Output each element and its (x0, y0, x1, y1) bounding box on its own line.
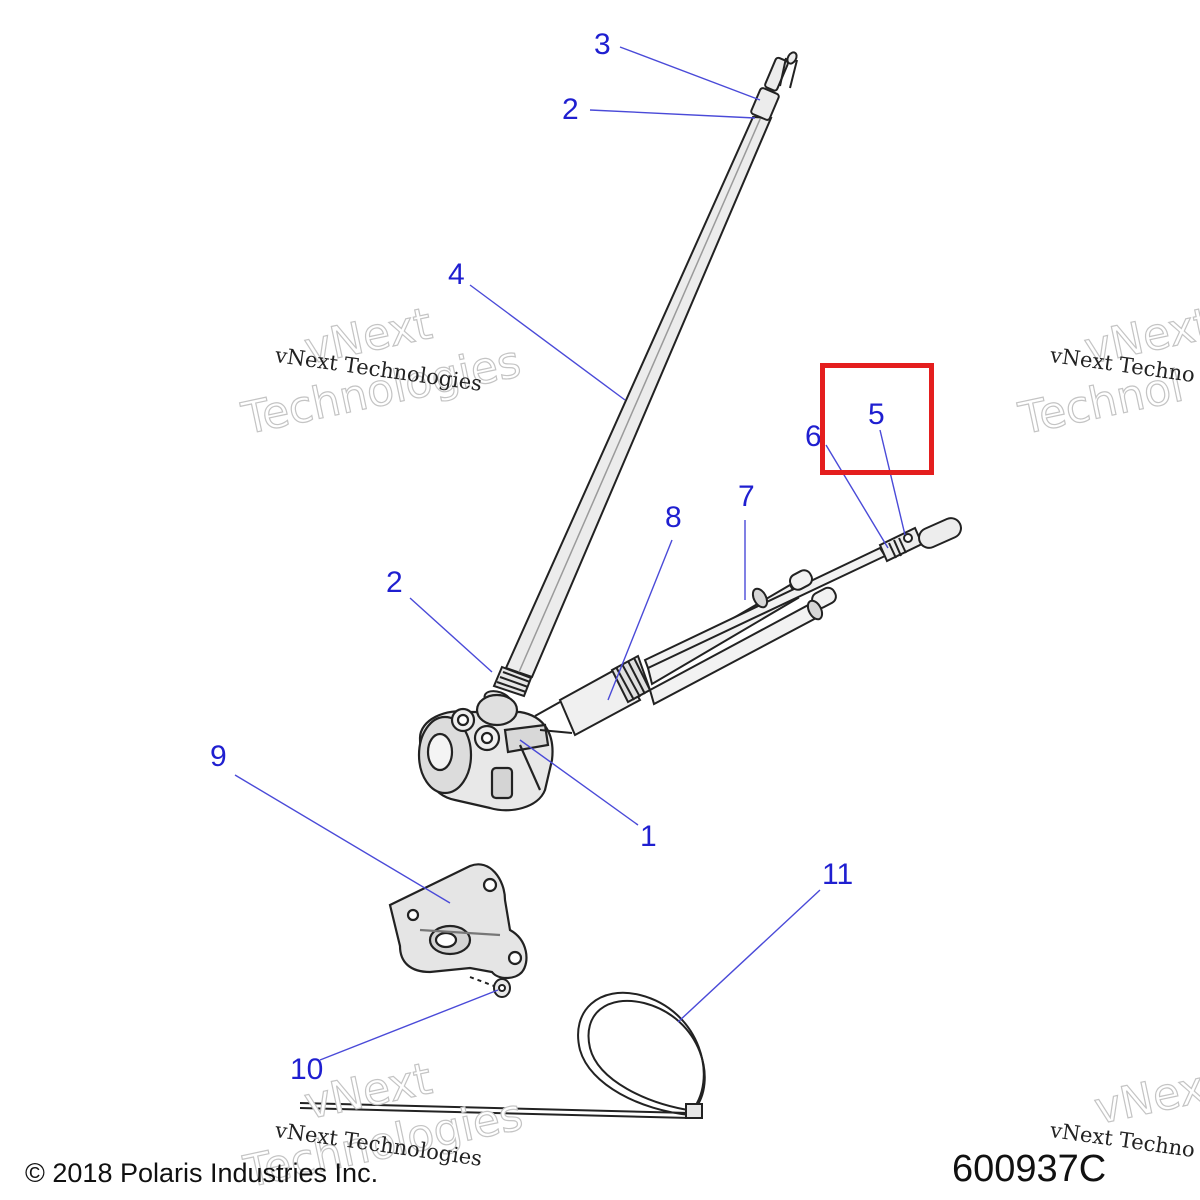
callout-5: 5 (868, 398, 885, 431)
callout-2-lower: 2 (386, 566, 403, 599)
leader-lines (234, 46, 906, 1061)
hoses-part-7 (643, 546, 887, 706)
bolt-part-10 (469, 976, 511, 998)
callout-4: 4 (448, 258, 465, 291)
callout-1: 1 (640, 820, 657, 853)
callout-7: 7 (738, 480, 755, 513)
callout-8: 8 (665, 501, 682, 534)
callout-9: 9 (210, 740, 227, 773)
callout-6: 6 (805, 420, 822, 453)
cable-tie-part-11 (299, 991, 706, 1119)
figure-id: 600937C (952, 1148, 1107, 1190)
bracket-part-9 (388, 863, 528, 980)
callout-10: 10 (290, 1053, 324, 1086)
hose-end-part-5-6 (878, 517, 962, 563)
copyright-text: © 2018 Polaris Industries Inc. (25, 1158, 379, 1188)
tube-part-4 (504, 51, 798, 679)
highlight-box-callout-5 (820, 363, 934, 475)
valve-housing-part-1 (417, 693, 554, 812)
callout-3: 3 (594, 28, 611, 61)
callout-2-top: 2 (562, 93, 579, 126)
callout-11: 11 (822, 858, 854, 891)
sleeve-part-8 (534, 654, 652, 737)
